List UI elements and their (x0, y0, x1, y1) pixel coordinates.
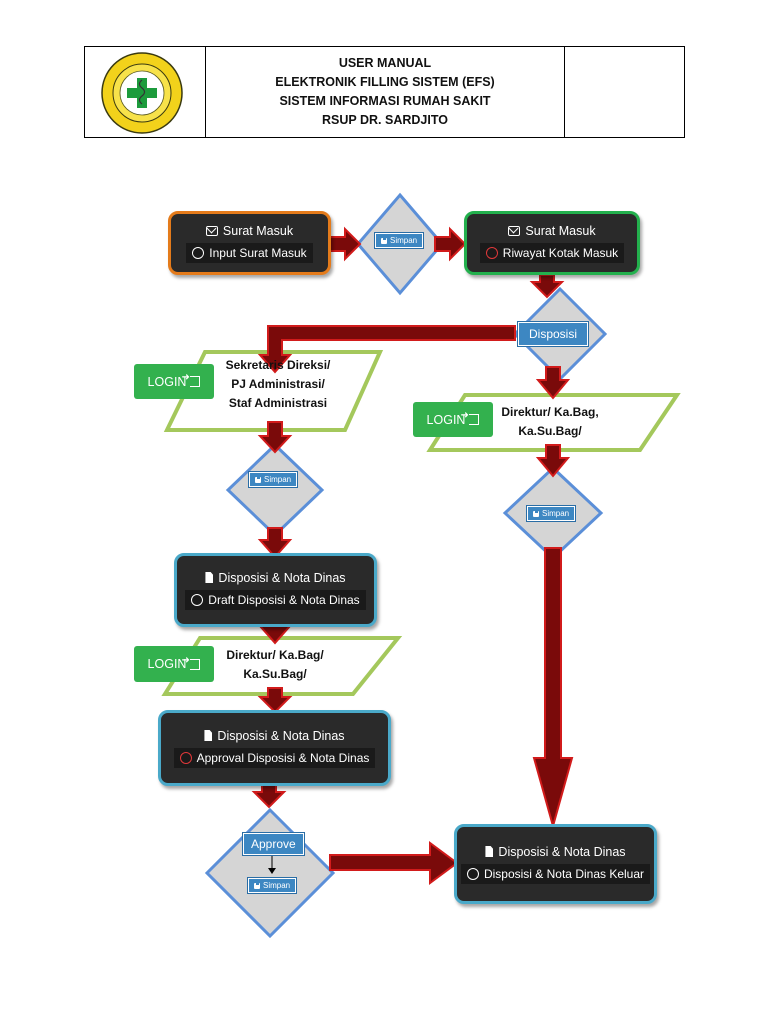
role-line: Direktur/ Ka.Bag/ (226, 648, 324, 662)
panel-draft-disposisi[interactable]: Disposisi & Nota Dinas Draft Disposisi &… (174, 553, 377, 627)
save-icon (381, 237, 387, 244)
panel-title: Disposisi & Nota Dinas (217, 728, 345, 743)
document-icon (205, 572, 214, 583)
panel-input-surat-masuk[interactable]: Surat Masuk Input Surat Masuk (168, 211, 331, 275)
simpan-label: Simpan (264, 475, 292, 484)
login-label: LOGIN (147, 657, 187, 671)
panel-disposisi-keluar[interactable]: Disposisi & Nota Dinas Disposisi & Nota … (454, 824, 657, 904)
arrow-role-to-approval (257, 687, 293, 714)
header-line-2: ELEKTRONIK FILLING SISTEM (EFS) (275, 75, 495, 89)
simpan-label: Simpan (263, 881, 291, 890)
envelope-icon (205, 225, 218, 236)
role-line: Staf Administrasi (228, 396, 328, 410)
document-header: USER MANUAL ELEKTRONIK FILLING SISTEM (E… (84, 46, 685, 138)
panel-title: Disposisi & Nota Dinas (218, 570, 346, 585)
login-icon (460, 410, 480, 425)
role-line: Direktur/ Ka.Bag, (501, 405, 599, 419)
arrow-approve-to-keluar (329, 841, 459, 885)
document-icon (485, 846, 494, 857)
circle-icon (192, 246, 205, 259)
login-label: LOGIN (426, 412, 466, 427)
login-icon (181, 655, 201, 670)
arrow-simpan-to-keluar (532, 547, 574, 830)
role-line: PJ Administrasi/ (231, 377, 325, 391)
simpan-label: Simpan (390, 236, 418, 245)
role-line: Ka.Su.Bag/ (518, 424, 582, 438)
header-line-3: SISTEM INFORMASI RUMAH SAKIT (279, 94, 491, 108)
menu-item-disposisi-keluar[interactable]: Disposisi & Nota Dinas Keluar (483, 866, 645, 881)
menu-item-input-surat-masuk[interactable]: Input Surat Masuk (209, 245, 307, 260)
role-text-left-mid: Direktur/ Ka.Bag/ Ka.Su.Bag/ (220, 646, 330, 684)
arrow-right-role-to-simpan (535, 444, 571, 478)
circle-icon (466, 867, 479, 880)
arrow-riwayat-to-disposisi (529, 274, 565, 299)
arrow-disposisi-to-left (257, 325, 516, 374)
simpan-button[interactable]: Simpan (527, 506, 576, 521)
disposisi-button[interactable]: Disposisi (518, 322, 589, 346)
header-title-block: USER MANUAL ELEKTRONIK FILLING SISTEM (E… (205, 47, 565, 137)
role-text-right: Direktur/ Ka.Bag, Ka.Su.Bag/ (495, 403, 605, 441)
login-button[interactable]: LOGIN (134, 364, 214, 399)
panel-title: Disposisi & Nota Dinas (498, 844, 626, 859)
arrow-left-role-to-simpan (257, 421, 293, 454)
simpan-button[interactable]: Simpan (248, 878, 297, 893)
circle-icon (485, 246, 498, 259)
logo-cell (85, 47, 206, 137)
diamond-simpan-2 (225, 442, 325, 538)
circle-icon (179, 751, 192, 764)
role-text-left-top: Sekretaris Direksi/ PJ Administrasi/ Sta… (218, 356, 338, 413)
header-line-1: USER MANUAL (338, 56, 432, 70)
login-label: LOGIN (147, 374, 187, 389)
arrow-simpan-to-draft (257, 527, 293, 559)
save-icon (533, 510, 539, 517)
role-line: Ka.Su.Bag/ (243, 667, 307, 681)
arrow-disposisi-to-right-role (535, 366, 571, 400)
header-line-4: RSUP DR. SARDJITO (322, 113, 448, 127)
header-empty-cell (564, 47, 684, 137)
save-icon (255, 476, 261, 483)
circle-icon (191, 593, 204, 606)
role-line: Sekretaris Direksi/ (225, 358, 331, 372)
panel-title: Surat Masuk (222, 223, 294, 238)
menu-item-riwayat-kotak-masuk[interactable]: Riwayat Kotak Masuk (502, 245, 619, 260)
save-icon (254, 882, 260, 889)
panel-approval-disposisi[interactable]: Disposisi & Nota Dinas Approval Disposis… (158, 710, 391, 786)
ministry-logo (101, 52, 183, 134)
diamond-approve (204, 807, 336, 939)
panel-riwayat-kotak-masuk[interactable]: Surat Masuk Riwayat Kotak Masuk (464, 211, 640, 275)
menu-item-approval-disposisi[interactable]: Approval Disposisi & Nota Dinas (196, 750, 370, 765)
panel-title: Surat Masuk (525, 223, 596, 238)
login-button[interactable]: LOGIN (413, 402, 493, 437)
arrow-input-to-simpan (329, 226, 362, 262)
approve-button[interactable]: Approve (243, 833, 304, 855)
login-button[interactable]: LOGIN (134, 646, 214, 682)
simpan-button[interactable]: Simpan (375, 233, 424, 248)
simpan-label: Simpan (542, 509, 570, 518)
menu-item-draft-disposisi[interactable]: Draft Disposisi & Nota Dinas (208, 592, 360, 607)
arrow-simpan-to-riwayat (434, 226, 467, 262)
envelope-icon (508, 225, 521, 236)
document-icon (204, 730, 213, 741)
role-parallelogram-left-top (163, 350, 384, 432)
login-icon (181, 372, 201, 387)
simpan-button[interactable]: Simpan (249, 472, 298, 487)
approve-inner-arrowhead (268, 868, 276, 874)
